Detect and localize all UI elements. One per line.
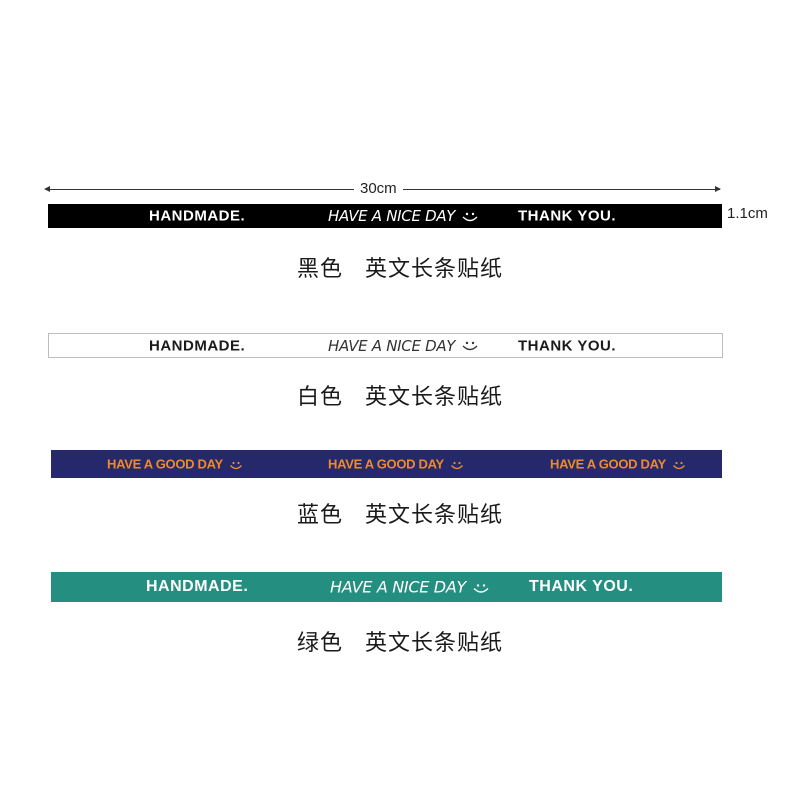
strip-text-handmade: HANDMADE. [146, 578, 249, 595]
strip-text-good-day: HAVE A GOOD DAY [328, 457, 464, 472]
smiley-icon [462, 212, 478, 221]
width-arrow-right-icon [715, 186, 721, 192]
smiley-icon [462, 341, 478, 351]
green-strip-caption: 绿色英文长条贴纸 [0, 625, 800, 657]
green-sticker-strip: HANDMADE. HAVE A NICE DAY THANK YOU. [51, 572, 722, 602]
strip-text-good-day: HAVE A GOOD DAY [550, 457, 686, 472]
caption-product-name: 英文长条贴纸 [365, 631, 504, 656]
strip-text-nice-day: HAVE A NICE DAY [328, 337, 479, 355]
smiley-icon [672, 461, 685, 469]
strip-text-nice-day: HAVE A NICE DAY [330, 578, 490, 597]
smiley-icon [450, 461, 463, 469]
black-strip-caption: 黑色英文长条贴纸 [0, 251, 800, 283]
caption-color-name: 黑色 [296, 257, 343, 282]
white-sticker-strip: HANDMADE. HAVE A NICE DAY THANK YOU. [48, 333, 723, 358]
strip-text-good-day: HAVE A GOOD DAY [107, 457, 243, 472]
strip-text-thank-you: THANK YOU. [518, 337, 617, 354]
strip-text-thank-you: THANK YOU. [529, 578, 634, 595]
smiley-icon [473, 583, 489, 593]
strip-text-handmade: HANDMADE. [149, 337, 246, 354]
blue-sticker-strip: HAVE A GOOD DAY HAVE A GOOD DAY HAVE A G… [51, 450, 722, 478]
black-sticker-strip: HANDMADE. HAVE A NICE DAY THANK YOU. [48, 204, 722, 228]
width-label: 30cm [354, 180, 403, 198]
white-strip-caption: 白色英文长条贴纸 [0, 379, 800, 411]
strip-text-handmade: HANDMADE. [149, 207, 246, 225]
height-label: 1.1cm [727, 205, 768, 222]
caption-color-name: 白色 [296, 385, 343, 410]
caption-color-name: 绿色 [296, 631, 343, 656]
blue-strip-caption: 蓝色英文长条贴纸 [0, 497, 800, 529]
smiley-icon [229, 461, 242, 469]
strip-text-thank-you: THANK YOU. [518, 207, 617, 225]
caption-color-name: 蓝色 [296, 503, 343, 528]
caption-product-name: 英文长条贴纸 [365, 503, 504, 528]
width-arrow-left-icon [44, 186, 50, 192]
strip-text-nice-day: HAVE A NICE DAY [328, 207, 479, 225]
caption-product-name: 英文长条贴纸 [365, 385, 504, 410]
caption-product-name: 英文长条贴纸 [365, 257, 504, 282]
